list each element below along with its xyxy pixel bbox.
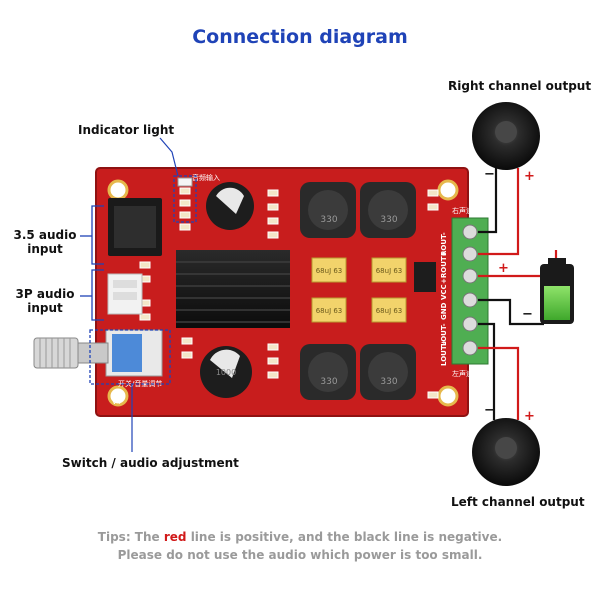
inductor <box>360 344 416 400</box>
electrolytic-label: 1000 <box>216 368 236 377</box>
switch-dial <box>112 334 142 372</box>
rout-plus-silk: +ROUT+ <box>440 250 448 284</box>
audio-3p-label-line2: input <box>27 301 63 315</box>
version-silk: V4 <box>112 398 122 406</box>
minus-mark: − <box>484 167 495 182</box>
film-cap <box>371 297 407 323</box>
inductor-label: 330 <box>320 215 337 225</box>
mounting-hole <box>437 179 459 201</box>
inductor <box>300 344 356 400</box>
speaker-icon <box>472 102 540 170</box>
plus-mark: + <box>524 169 535 184</box>
plus-mark: + <box>498 261 509 276</box>
amplifier-board <box>33 167 489 417</box>
mounting-hole <box>107 179 129 201</box>
callout-lines <box>131 137 179 452</box>
inductor <box>300 182 356 238</box>
switch-silk: 开关/音量调节 <box>118 379 162 388</box>
audio-35-label-line1: 3.5 audio <box>13 228 77 242</box>
left-channel-silk: 左声道 <box>452 369 473 378</box>
terminal-block <box>451 217 489 365</box>
left-output-label: Left channel output <box>451 495 585 509</box>
brackets <box>80 205 104 321</box>
film-cap-label: 68uJ 63 <box>376 267 403 275</box>
minus-mark: − <box>522 307 533 322</box>
indicator-light-label: Indicator light <box>78 123 175 137</box>
audio-3p-label-line1: 3P audio <box>15 287 75 301</box>
indicator-led <box>177 177 193 187</box>
film-cap <box>311 297 347 323</box>
film-cap-label: 68uJ 63 <box>316 307 343 315</box>
vcc-silk: VCC <box>440 284 448 300</box>
gnd-silk: GND <box>440 302 448 320</box>
callout-boxes <box>89 175 197 385</box>
tips-line-2: Please do not use the audio which power … <box>117 548 483 562</box>
audio-3p-label: 3P audio input <box>10 287 80 315</box>
right-output-label: Right channel output <box>448 79 592 93</box>
mounting-hole <box>437 385 459 407</box>
film-cap <box>311 257 347 283</box>
rout-minus-silk: ROUT- <box>440 232 448 256</box>
page-title: Connection diagram <box>192 26 408 48</box>
inductor-label: 330 <box>380 215 397 225</box>
inductor-label: 330 <box>320 377 337 387</box>
switch-adjust-label: Switch / audio adjustment <box>62 456 239 470</box>
audio-35-label: 3.5 audio input <box>10 228 80 256</box>
film-cap-label: 68uJ 63 <box>376 307 403 315</box>
heatsink <box>176 250 290 328</box>
mounting-hole <box>107 385 129 407</box>
tips-prefix: Tips: The <box>97 530 164 544</box>
audio-35-label-line2: input <box>27 242 63 256</box>
inductor-label: 330 <box>380 377 397 387</box>
knob-icon <box>33 337 79 369</box>
diode <box>414 262 436 292</box>
tips-red-word: red <box>163 530 187 544</box>
audio-in-silk: 音频输入 <box>192 173 220 182</box>
right-channel-silk: 右声道 <box>452 206 473 215</box>
lout-minus-silk: LOUT- <box>440 323 448 346</box>
speaker-icon <box>472 418 540 486</box>
inductor <box>360 182 416 238</box>
minus-mark: − <box>484 403 495 418</box>
lout-plus-silk: LOUT+ <box>440 339 448 366</box>
potentiometer-shaft <box>75 342 109 364</box>
film-cap-label: 68uJ 63 <box>316 267 343 275</box>
tips-suffix: line is positive, and the black line is … <box>186 530 503 544</box>
plus-mark: + <box>524 409 535 424</box>
tips-line-1: Tips: The red line is positive, and the … <box>0 530 600 544</box>
battery-icon <box>540 258 574 324</box>
film-cap <box>371 257 407 283</box>
